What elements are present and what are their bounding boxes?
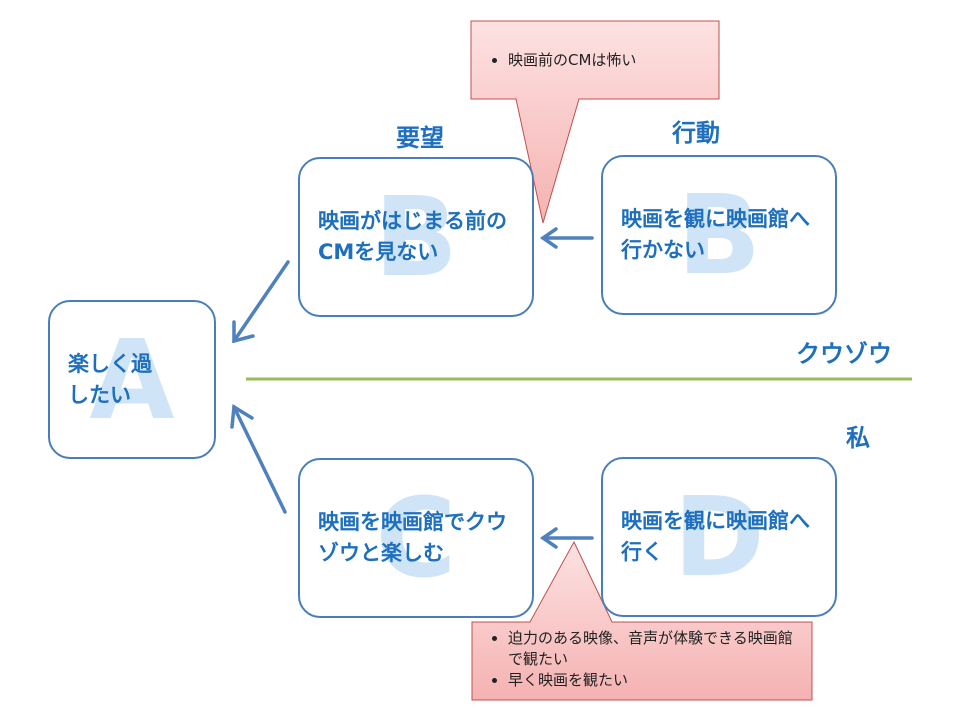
label-self: 私 <box>846 424 870 452</box>
label-need: 要望 <box>396 124 444 152</box>
box-a-watermark: A <box>89 315 175 444</box>
box-d: D 映画を観に映画館へ行く <box>601 457 837 617</box>
arrow-b-to-a <box>232 260 290 344</box>
callout-top: 映画前のCMは怖い <box>488 50 713 71</box>
box-b: B 映画がはじまる前のCMを見ない <box>298 157 534 317</box>
box-d-watermark: D <box>673 473 765 601</box>
callout-bottom-shape <box>471 540 813 701</box>
box-b-text: 映画がはじまる前のCMを見ない <box>318 209 507 264</box>
label-other-party: クウゾウ <box>796 340 892 368</box>
box-c-text: 映画を映画館でクウゾウと楽しむ <box>318 510 507 565</box>
callout-bottom: 迫力のある映像、音声が体験できる映画館で観たい 早く映画を観たい <box>488 628 806 691</box>
callout-bottom-item: 迫力のある映像、音声が体験できる映画館で観たい <box>508 628 806 670</box>
arrow-bprime-to-b <box>539 227 594 249</box>
box-b-prime-text: 映画を観に映画館へ行かない <box>621 207 810 262</box>
box-c: C 映画を映画館でクウゾウと楽しむ <box>298 458 534 618</box>
label-action: 行動 <box>672 119 720 147</box>
box-a-text: 楽しく過したい <box>68 351 152 407</box>
box-b-prime: B 映画を観に映画館へ行かない <box>601 155 837 315</box>
box-c-watermark: C <box>375 474 457 602</box>
callout-top-item: 映画前のCMは怖い <box>508 50 713 71</box>
box-b-prime-watermark: B <box>677 171 761 299</box>
arrow-d-to-c <box>539 527 594 549</box>
arrow-c-to-a <box>230 404 287 514</box>
callout-bottom-item: 早く映画を観たい <box>508 670 806 691</box>
box-b-watermark: B <box>374 173 458 301</box>
box-a: A 楽しく過したい <box>48 300 216 459</box>
box-d-text: 映画を観に映画館へ行く <box>621 509 810 564</box>
